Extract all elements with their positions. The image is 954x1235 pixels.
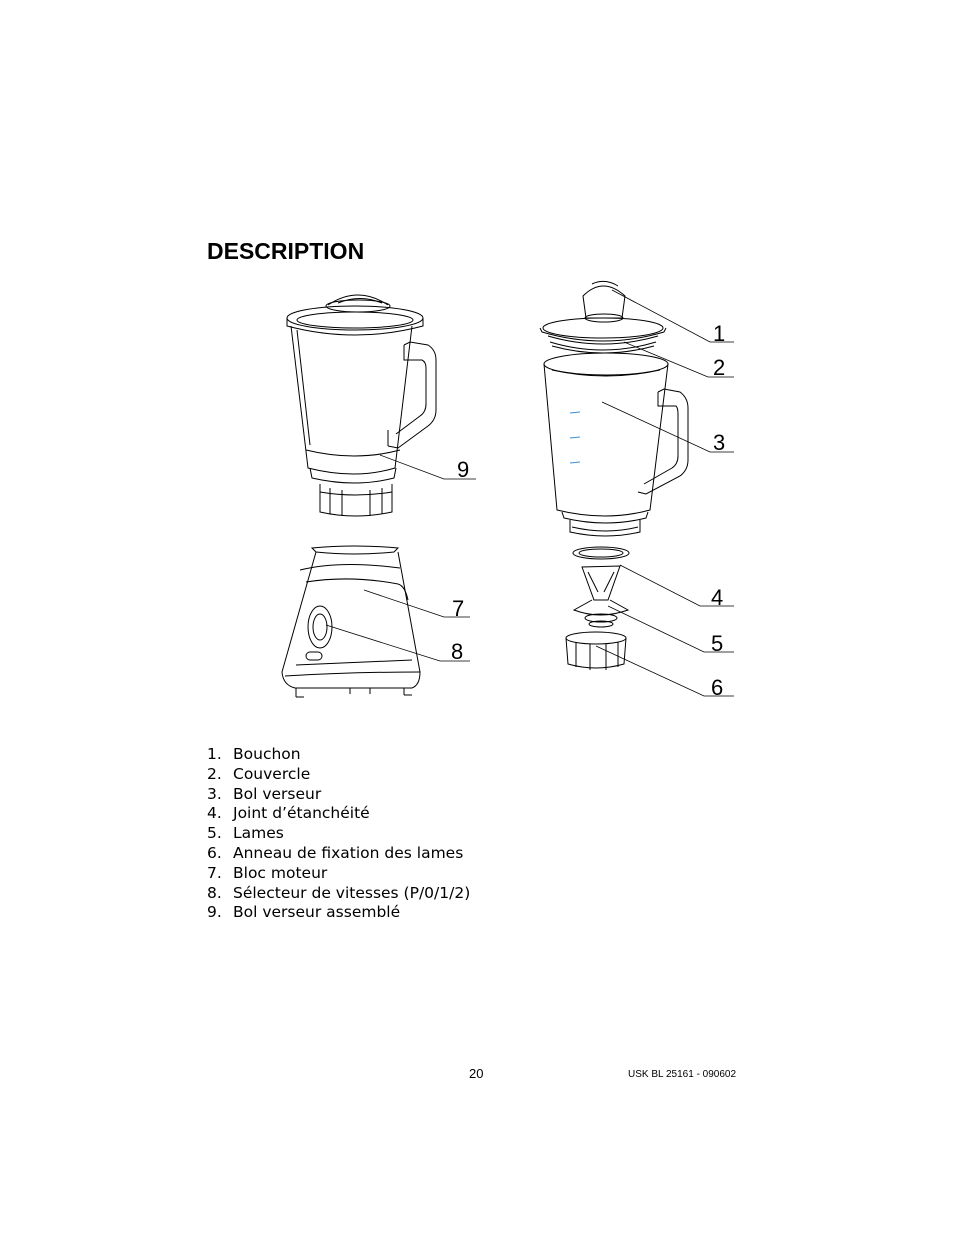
exploded-parts-illustration: [539, 280, 689, 670]
item-number: 9.: [207, 903, 222, 922]
page-number: 20: [469, 1066, 484, 1081]
item-number: 1.: [207, 745, 222, 763]
parts-list: 1. Bouchon 2. Couvercle 3. Bol verseur 4. Jo…: [207, 745, 470, 923]
item-number: 7.: [207, 863, 222, 882]
callout-4: 4: [711, 585, 723, 610]
item-label: Sélecteur de vitesses (P/0/1/2): [233, 883, 471, 902]
item-label: Joint d’étanchéité: [233, 804, 370, 823]
list-item: 9. Bol verseur assemblé: [207, 903, 470, 923]
item-label: Couvercle: [233, 764, 311, 783]
item-number: 2.: [207, 764, 222, 783]
leader-lines: [325, 289, 734, 697]
item-label: Bloc moteur: [233, 863, 328, 882]
callout-9: 9: [457, 457, 469, 482]
list-item: 8. Sélecteur de vitesses (P/0/1/2): [207, 884, 470, 904]
item-label: Bol verseur: [233, 784, 322, 803]
item-label: Lames: [233, 824, 284, 843]
list-item: 7. Bloc moteur: [207, 864, 470, 884]
callout-7: 7: [452, 596, 464, 621]
item-label: Bol verseur assemblé: [233, 903, 401, 922]
list-item: 6. Anneau de fixation des lames: [207, 844, 470, 864]
document-code: USK BL 25161 - 090602: [628, 1069, 737, 1080]
list-item: 2. Couvercle: [207, 765, 470, 785]
item-label: Bouchon: [233, 745, 301, 763]
callout-1: 1: [713, 321, 725, 346]
list-item: 5. Lames: [207, 824, 470, 844]
callout-3: 3: [713, 430, 725, 455]
motor-base-illustration: [281, 545, 421, 698]
callout-6: 6: [711, 675, 723, 700]
item-number: 3.: [207, 784, 222, 803]
callout-8: 8: [451, 639, 463, 664]
item-number: 4.: [207, 804, 222, 823]
callout-2: 2: [713, 355, 725, 380]
list-item: 3. Bol verseur: [207, 785, 470, 805]
item-number: 8.: [207, 883, 222, 902]
item-number: 5.: [207, 824, 222, 843]
page-title: DESCRIPTION: [207, 238, 365, 264]
assembled-jar-illustration: [286, 294, 437, 517]
item-number: 6.: [207, 843, 222, 862]
list-item: 1. Bouchon: [207, 745, 470, 765]
callout-5: 5: [711, 631, 723, 656]
list-item: 4. Joint d’étanchéité: [207, 804, 470, 824]
item-label: Anneau de fixation des lames: [233, 843, 464, 862]
